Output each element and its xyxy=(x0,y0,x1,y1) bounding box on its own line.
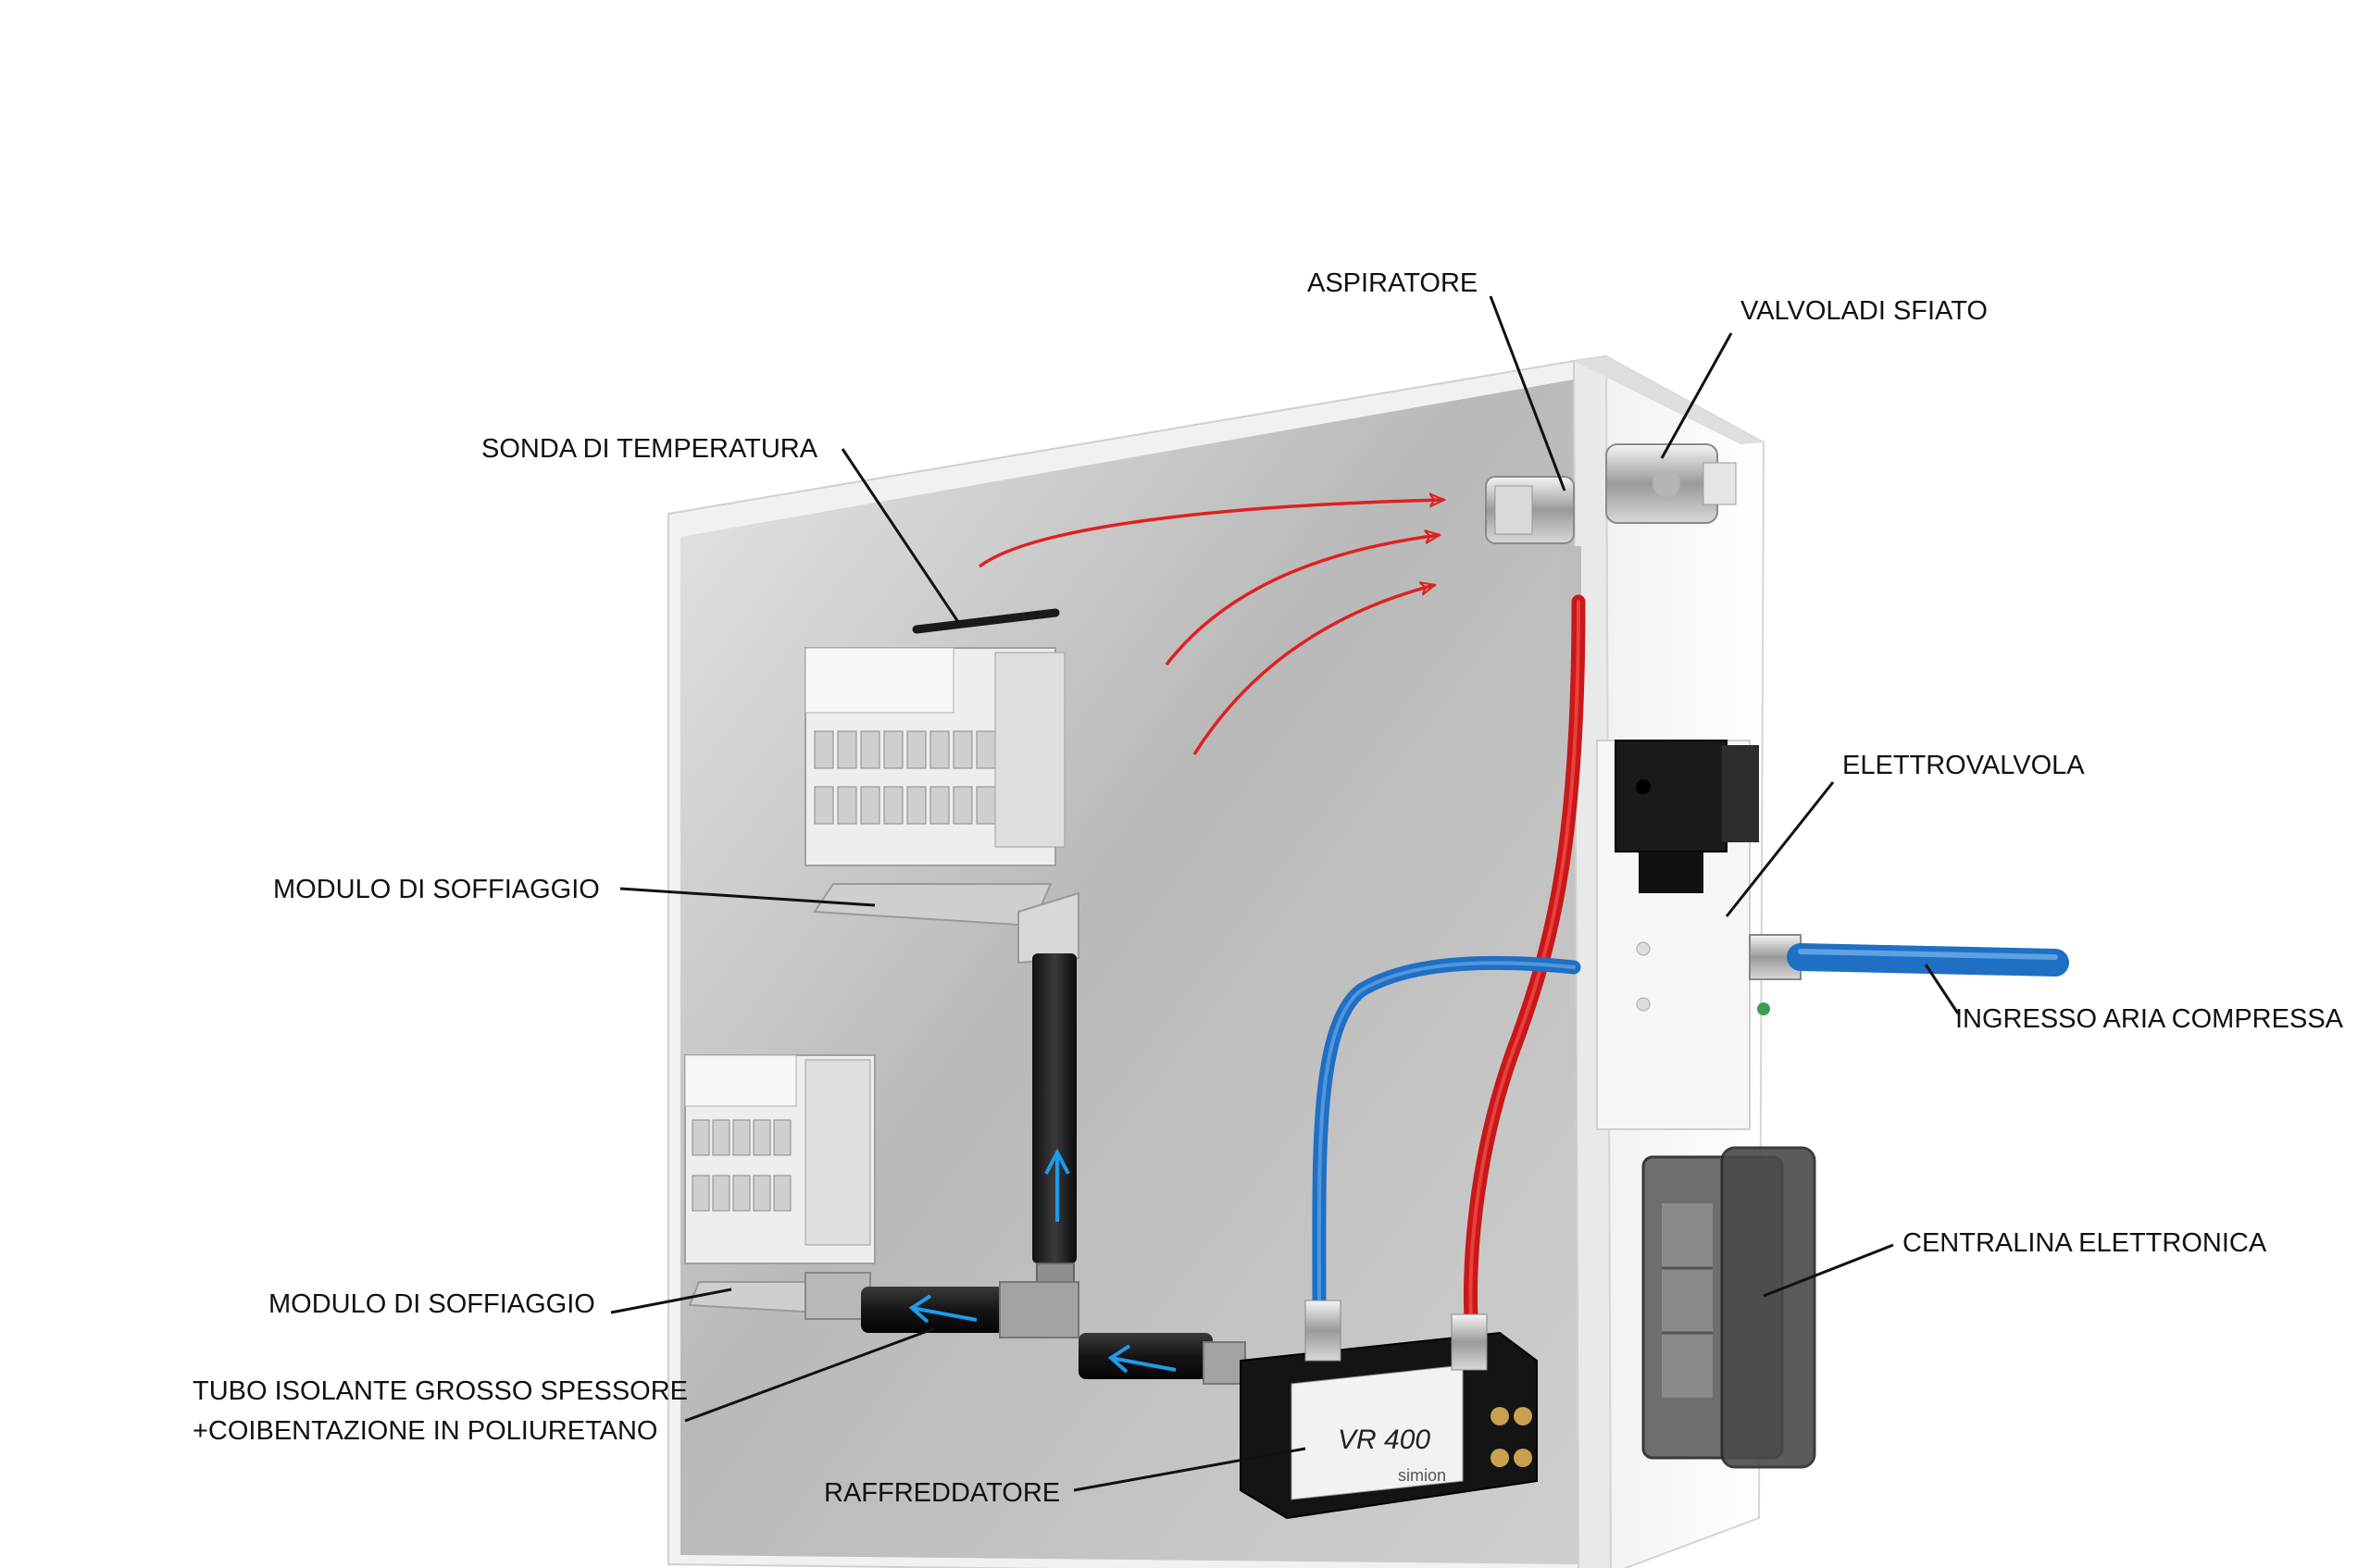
label-aspiratore: ASPIRATORE xyxy=(1307,268,1478,298)
flow-arrow-up xyxy=(1044,1148,1070,1222)
insulated-tube-vertical xyxy=(1032,953,1077,1263)
cooler-brand-text: simion xyxy=(1398,1466,1446,1485)
aspirator xyxy=(1485,476,1581,602)
leader-raffreddatore xyxy=(1073,1447,1306,1492)
leader-elettrovalvola xyxy=(1725,781,1835,917)
insulated-tube-horizontal-right xyxy=(1079,1333,1213,1379)
leader-centralina xyxy=(1763,1243,1894,1298)
leader-aspiratore xyxy=(1489,295,1566,492)
electronic-control-unit xyxy=(1641,1146,1816,1469)
label-ingresso-aria: INGRESSO ARIA COMPRESSA xyxy=(1955,1004,2344,1034)
label-valvola-sfiato: VALVOLADI SFIATO xyxy=(1740,296,1988,326)
cooler-model-text: VR 400 xyxy=(1338,1425,1430,1455)
label-modulo-soffiaggio-bottom: MODULO DI SOFFIAGGIO xyxy=(268,1289,595,1319)
label-modulo-soffiaggio-top: MODULO DI SOFFIAGGIO xyxy=(273,875,600,904)
insulated-tube-horizontal-left xyxy=(861,1287,1004,1333)
label-tubo-line2: +COIBENTAZIONE IN POLIURETANO xyxy=(193,1416,657,1446)
leader-ingresso-aria xyxy=(1924,964,1960,1014)
cooler-vr400: VR 400 simion xyxy=(1240,1300,1538,1520)
vent-valve xyxy=(1605,443,1737,524)
terminal-block-lower xyxy=(684,1054,876,1264)
leader-tubo xyxy=(684,1326,936,1423)
temperature-probe xyxy=(912,608,1060,634)
leader-modulo-bottom xyxy=(610,1288,732,1314)
blowing-module-lower xyxy=(688,1272,871,1320)
terminal-block-upper xyxy=(805,647,1066,866)
leader-lines xyxy=(610,295,1960,1492)
flow-arrow-left-2 xyxy=(1107,1344,1177,1374)
leader-modulo-top xyxy=(619,887,876,907)
label-sonda-temperatura: SONDA DI TEMPERATURA xyxy=(481,434,818,464)
hot-air-flow-arrows xyxy=(978,500,1444,755)
callout-labels: ASPIRATORE VALVOLADI SFIATO SONDA DI TEM… xyxy=(193,268,2344,1508)
enclosure-box xyxy=(667,355,1765,1568)
leader-sonda xyxy=(841,448,960,623)
label-tubo-line1: TUBO ISOLANTE GROSSO SPESSORE xyxy=(193,1376,688,1406)
leader-valvola-sfiato xyxy=(1660,332,1733,459)
flow-arrow-left-1 xyxy=(908,1294,978,1324)
label-elettrovalvola: ELETTROVALVOLA xyxy=(1842,751,2085,780)
solenoid-valve xyxy=(1615,740,1759,893)
compressed-air-inlet xyxy=(1636,934,2069,1015)
label-raffreddatore: RAFFREDDATORE xyxy=(824,1478,1060,1508)
label-centralina: CENTRALINA ELETTRONICA xyxy=(1902,1228,2267,1258)
